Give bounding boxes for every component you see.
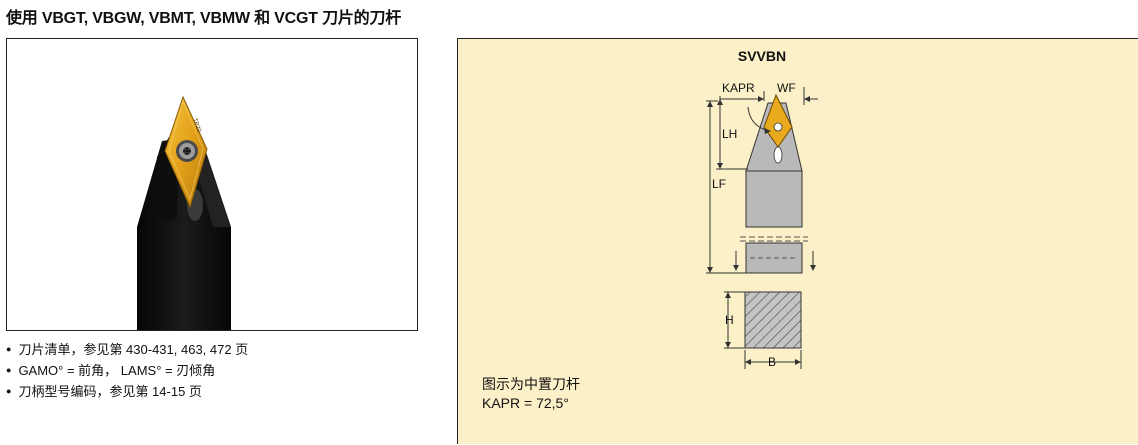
insert-marking: TP20 [191, 118, 202, 134]
diagram-caption: 图示为中置刀杆 KAPR = 72,5° [482, 375, 580, 413]
tool-holder-photo: TP20 [137, 95, 231, 330]
notes-list: 刀片清单，参见第 430-431, 463, 472 页 GAMO° = 前角，… [6, 340, 248, 403]
diagram-title: SVVBN [737, 48, 787, 64]
kapr-label: KAPR [722, 81, 755, 95]
wf-label: WF [777, 81, 796, 95]
dimension-drawing [706, 87, 818, 369]
h-label: H [725, 313, 734, 327]
product-photo: TP20 [6, 38, 418, 331]
lf-label: LF [712, 177, 727, 191]
technical-drawing-panel: SVVBN [457, 38, 1138, 444]
lh-label: LH [722, 127, 738, 141]
b-label: B [768, 355, 777, 369]
note-angles: GAMO° = 前角， LAMS° = 刃倾角 [6, 361, 248, 382]
page-title: 使用 VBGT, VBGW, VBMT, VBMW 和 VCGT 刀片的刀杆 [6, 10, 402, 27]
caption-line-2: KAPR = 72,5° [482, 395, 569, 411]
note-insert-list: 刀片清单，参见第 430-431, 463, 472 页 [6, 340, 248, 361]
note-shank-code: 刀柄型号编码，参见第 14-15 页 [6, 382, 248, 403]
caption-line-1: 图示为中置刀杆 [482, 376, 580, 392]
